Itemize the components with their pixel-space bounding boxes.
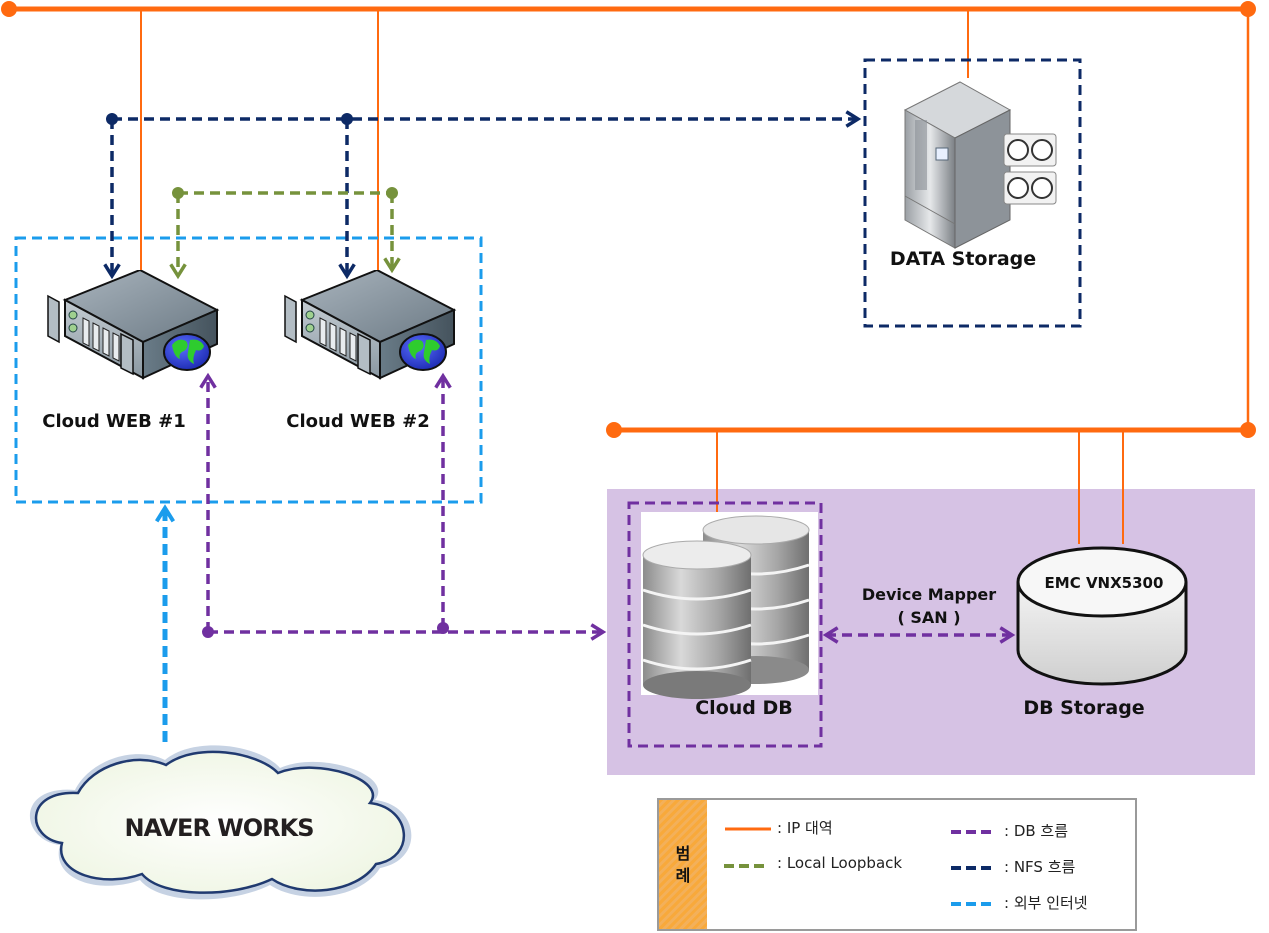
san-label-line1: Device Mapper [862,585,996,604]
loopback-flow [169,187,401,280]
san-label-line2: ( SAN ) [897,608,960,627]
globe-icon [163,333,211,371]
ip-bus-endpoint [1240,422,1256,438]
cloud-db-box [627,501,823,748]
legend-label-loopback: : Local Loopback [777,854,903,872]
ip-network [1,1,1256,544]
cloud-web-1[interactable]: Cloud WEB #1 [42,270,218,432]
web-group-box [14,236,483,504]
storage-tower-icon [903,81,1057,249]
legend-swatches [724,827,996,906]
web1-label: Cloud WEB #1 [42,411,185,432]
web2-label: Cloud WEB #2 [286,411,429,432]
naver-works-label: NAVER WORKS [124,814,313,842]
globe-icon [399,333,447,371]
db-storage-device-label: EMC VNX5300 [1045,574,1164,592]
legend-label-db: : DB 흐름 [1004,822,1069,840]
legend-title-2: 례 [675,865,691,885]
db-storage-label: DB Storage [1023,697,1144,719]
legend-label-ip: : IP 대역 [777,819,833,837]
ip-bus-endpoint [1,1,17,17]
ip-bus-endpoint [606,422,622,438]
legend-title-tab: 범 례 [659,800,707,929]
nfs-flow [103,110,862,280]
legend-title-1: 범 [675,843,691,863]
legend-label-nfs: : NFS 흐름 [1004,858,1076,876]
data-storage[interactable]: DATA Storage [890,81,1057,270]
legend: 범 례 : IP 대역 : Local Loopback : DB 흐름 : N… [657,798,1137,931]
data-storage-label: DATA Storage [890,248,1036,270]
naver-works[interactable]: NAVER WORKS [29,745,412,900]
disk-cylinder-icon [1016,546,1188,686]
db-flow [199,372,1016,644]
cloud-icon [29,745,412,900]
cloud-db-label: Cloud DB [695,697,793,719]
db-storage[interactable]: EMC VNX5300 DB Storage [1016,546,1188,719]
legend-label-internet: : 외부 인터넷 [1004,894,1088,912]
database-cylinders-icon [642,515,810,699]
fan-module-icon [1003,133,1057,205]
cloud-web-2[interactable]: Cloud WEB #2 [284,270,455,432]
cloud-db[interactable]: Cloud DB [641,512,818,719]
